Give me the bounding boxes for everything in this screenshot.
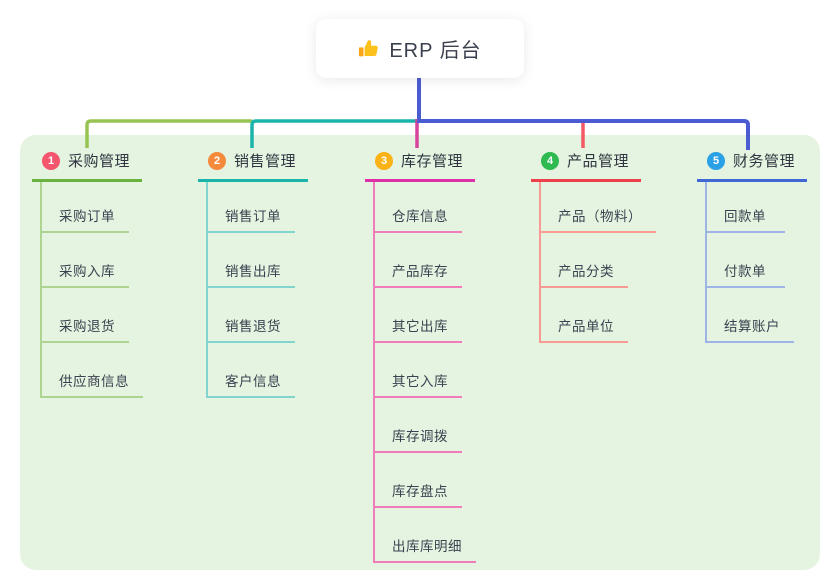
child-label: 采购入库 [59,264,115,279]
branch-children: 采购订单采购入库采购退货供应商信息 [40,182,143,398]
child-label: 销售出库 [225,264,281,279]
child-label: 产品分类 [558,264,614,279]
child-node[interactable]: 供应商信息 [42,343,143,398]
child-label: 供应商信息 [59,374,129,389]
child-label: 仓库信息 [392,209,448,224]
branch-label: 采购管理 [68,153,131,170]
child-label: 采购订单 [59,209,115,224]
child-label: 库存盘点 [392,484,448,499]
child-label: 采购退货 [59,319,115,334]
branch-number-badge: 2 [208,151,226,170]
child-label: 付款单 [724,264,766,279]
child-label: 产品（物料） [558,209,642,224]
branch-销售管理: 2 销售管理 销售订单销售出库销售退货客户信息 [198,148,308,398]
child-node[interactable]: 产品分类 [541,233,628,288]
child-node[interactable]: 产品（物料） [541,182,656,233]
branch-title[interactable]: 1 采购管理 [32,148,142,182]
child-label: 出库库明细 [392,539,462,554]
child-label: 库存调拨 [392,429,448,444]
child-node[interactable]: 出库库明细 [375,508,476,563]
branch-label: 销售管理 [234,153,297,170]
branch-title[interactable]: 4 产品管理 [531,148,641,182]
child-node[interactable]: 采购入库 [42,233,129,288]
child-node[interactable]: 库存调拨 [375,398,462,453]
branch-库存管理: 3 库存管理 仓库信息产品库存其它出库其它入库库存调拨库存盘点出库库明细 [365,148,476,563]
child-node[interactable]: 销售订单 [208,182,295,233]
child-node[interactable]: 回款单 [707,182,785,233]
child-node[interactable]: 其它入库 [375,343,462,398]
thumbs-up-icon [358,38,380,60]
branch-number-badge: 4 [541,151,559,170]
child-node[interactable]: 采购退货 [42,288,129,343]
child-label: 回款单 [724,209,766,224]
root-title: ERP 后台 [389,40,482,62]
child-label: 其它出库 [392,319,448,334]
child-node[interactable]: 产品库存 [375,233,462,288]
child-label: 产品库存 [392,264,448,279]
child-label: 销售订单 [225,209,281,224]
branch-label: 库存管理 [401,153,464,170]
branch-label: 产品管理 [567,153,630,170]
child-label: 客户信息 [225,374,281,389]
child-node[interactable]: 销售出库 [208,233,295,288]
child-node[interactable]: 库存盘点 [375,453,462,508]
branch-children: 回款单付款单结算账户 [705,182,794,343]
child-label: 销售退货 [225,319,281,334]
branch-产品管理: 4 产品管理 产品（物料） 产品分类产品单位 [531,148,656,343]
child-node[interactable]: 产品单位 [541,288,628,343]
branch-number-badge: 3 [375,151,393,170]
branch-采购管理: 1 采购管理 采购订单采购入库采购退货供应商信息 [32,148,143,398]
child-node[interactable]: 其它出库 [375,288,462,343]
child-node[interactable]: 付款单 [707,233,785,288]
child-node[interactable]: 采购订单 [42,182,129,233]
branch-children: 销售订单销售出库销售退货客户信息 [206,182,295,398]
branch-title[interactable]: 2 销售管理 [198,148,308,182]
child-node[interactable]: 仓库信息 [375,182,462,233]
branch-children: 产品（物料） 产品分类产品单位 [539,182,656,343]
child-label: 结算账户 [724,319,780,334]
branch-number-badge: 5 [707,151,725,170]
branch-title[interactable]: 5 财务管理 [697,148,807,182]
child-label: 产品单位 [558,319,614,334]
child-node[interactable]: 销售退货 [208,288,295,343]
branch-title[interactable]: 3 库存管理 [365,148,475,182]
child-label: 其它入库 [392,374,448,389]
branch-label: 财务管理 [733,153,796,170]
mindmap-panel [20,135,820,570]
branch-children: 仓库信息产品库存其它出库其它入库库存调拨库存盘点出库库明细 [373,182,476,563]
child-node[interactable]: 客户信息 [208,343,295,398]
branch-number-badge: 1 [42,151,60,170]
child-node[interactable]: 结算账户 [707,288,794,343]
branch-财务管理: 5 财务管理 回款单付款单结算账户 [697,148,807,343]
root-node[interactable]: ERP 后台 [316,19,524,78]
